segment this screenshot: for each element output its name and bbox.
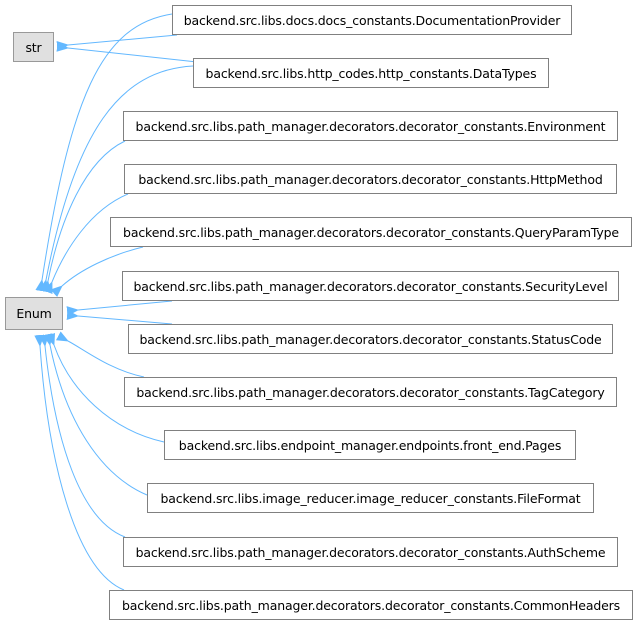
edge-auth-scheme-to-enum	[38, 334, 126, 538]
edge-documentation-provider-to-str	[56, 34, 178, 51]
node-label: backend.src.libs.endpoint_manager.endpoi…	[178, 437, 562, 453]
edge-file-format-to-enum	[42, 333, 148, 496]
node-documentation-provider[interactable]: backend.src.libs.docs.docs_constants.Doc…	[172, 5, 572, 35]
edge-environment-to-enum	[40, 140, 126, 293]
edge-common-headers-to-enum	[34, 334, 125, 591]
node-pages[interactable]: backend.src.libs.endpoint_manager.endpoi…	[164, 430, 576, 460]
node-label: backend.src.libs.path_manager.decorators…	[139, 331, 602, 347]
node-enum[interactable]: Enum	[5, 297, 63, 330]
node-tag-category[interactable]: backend.src.libs.path_manager.decorators…	[124, 377, 617, 407]
node-label: backend.src.libs.path_manager.decorators…	[135, 118, 606, 134]
node-common-headers[interactable]: backend.src.libs.path_manager.decorators…	[109, 590, 633, 620]
edge-status-code-to-enum	[66, 310, 173, 325]
edge-data-types-to-enum	[39, 65, 194, 292]
edge-pages-to-enum	[45, 332, 165, 443]
node-auth-scheme[interactable]: backend.src.libs.path_manager.decorators…	[123, 537, 618, 567]
node-query-param-type[interactable]: backend.src.libs.path_manager.decorators…	[110, 217, 632, 247]
node-label: backend.src.libs.image_reducer.image_red…	[160, 490, 581, 506]
node-label: backend.src.libs.path_manager.decorators…	[136, 384, 605, 400]
node-label: backend.src.libs.path_manager.decorators…	[135, 544, 606, 560]
node-data-types[interactable]: backend.src.libs.http_codes.http_constan…	[193, 58, 549, 88]
edge-tag-category-to-enum	[55, 331, 145, 378]
node-file-format[interactable]: backend.src.libs.image_reducer.image_red…	[147, 483, 594, 513]
edge-security-level-to-enum	[66, 300, 173, 317]
node-label: backend.src.libs.path_manager.decorators…	[121, 597, 621, 613]
edge-http-method-to-enum	[43, 193, 129, 295]
node-label: backend.src.libs.path_manager.decorators…	[123, 224, 619, 240]
node-label: backend.src.libs.path_manager.decorators…	[133, 278, 608, 294]
node-status-code[interactable]: backend.src.libs.path_manager.decorators…	[128, 324, 613, 354]
node-environment[interactable]: backend.src.libs.path_manager.decorators…	[123, 111, 618, 141]
node-label: Enum	[16, 306, 52, 321]
node-http-method[interactable]: backend.src.libs.path_manager.decorators…	[124, 164, 617, 194]
edge-query-param-type-to-enum	[50, 246, 144, 298]
node-str[interactable]: str	[13, 32, 54, 62]
edge-data-types-to-str	[56, 41, 198, 63]
node-label: backend.src.libs.http_codes.http_constan…	[205, 65, 537, 81]
node-label: str	[25, 39, 42, 55]
node-label: backend.src.libs.docs.docs_constants.Doc…	[183, 12, 561, 28]
node-label: backend.src.libs.path_manager.decorators…	[138, 171, 603, 187]
node-security-level[interactable]: backend.src.libs.path_manager.decorators…	[122, 271, 619, 301]
edge-documentation-provider-to-enum	[35, 13, 173, 292]
